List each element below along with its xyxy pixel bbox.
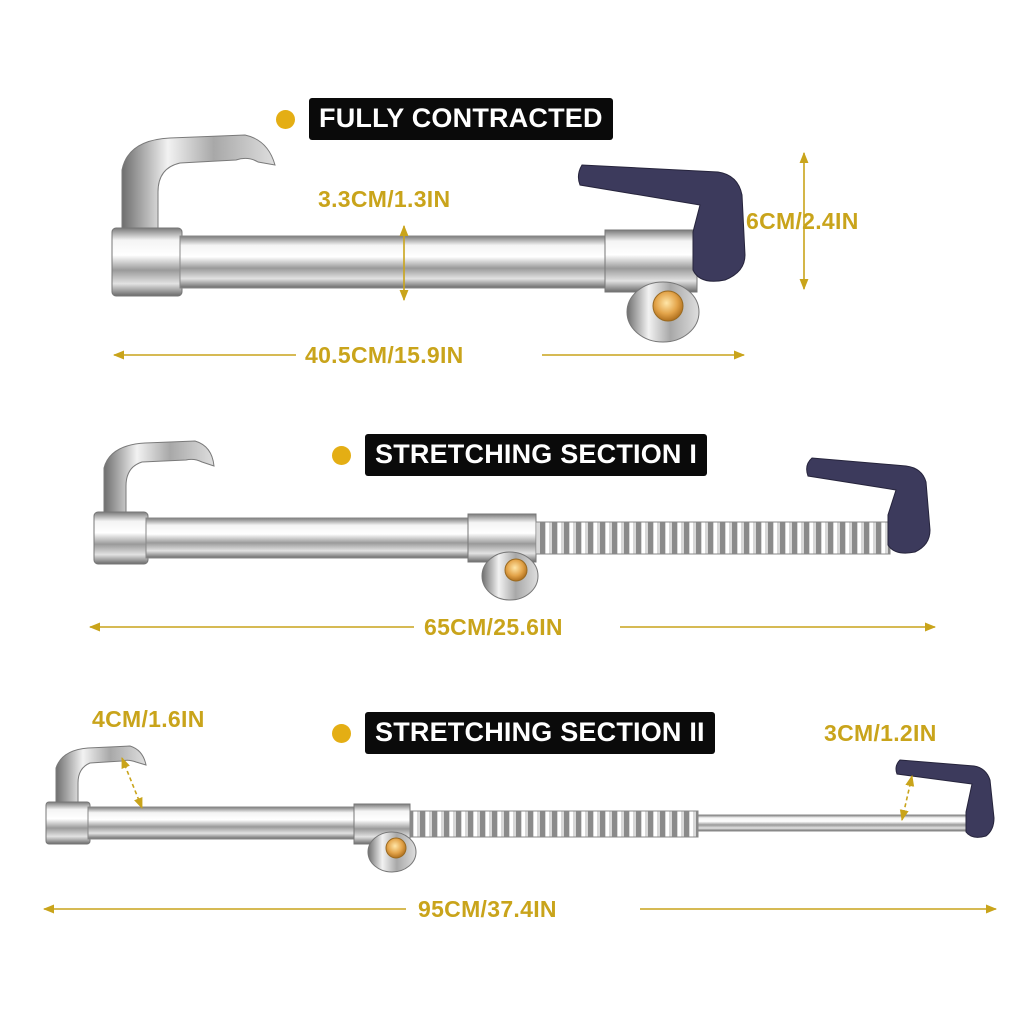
handle-height-label: 6CM/2.4IN xyxy=(746,208,859,234)
right-handle xyxy=(577,164,746,282)
keyhole-icon xyxy=(652,290,684,322)
bullet-dot-icon xyxy=(332,445,351,465)
left-hook-opening-label: 4CM/1.6IN xyxy=(92,706,205,732)
left-hook xyxy=(121,134,276,241)
keyhole-icon xyxy=(385,837,407,859)
right-hook-opening-arrow xyxy=(899,774,915,822)
bullet-dot-icon xyxy=(276,109,295,129)
right-handle xyxy=(895,759,995,838)
extension-inner-rod xyxy=(697,814,971,832)
length-label-3: 95CM/37.4IN xyxy=(418,896,557,922)
main-tube xyxy=(87,806,359,840)
lock-fully-contracted xyxy=(111,134,746,343)
length-label-2: 65CM/25.6IN xyxy=(424,614,563,640)
right-hook-opening-label: 3CM/1.2IN xyxy=(824,720,937,746)
left-hook xyxy=(103,440,215,521)
tube-diameter-label: 3.3CM/1.3IN xyxy=(318,186,451,212)
right-handle xyxy=(806,457,931,554)
main-tube xyxy=(179,235,611,289)
main-tube xyxy=(145,517,473,559)
left-hook xyxy=(55,745,147,809)
length-label-1: 40.5CM/15.9IN xyxy=(305,342,464,368)
lock-stretching-section-1 xyxy=(93,440,931,601)
lock-stretching-section-2 xyxy=(45,745,995,873)
section-title-3: STRETCHING SECTION II xyxy=(332,712,715,754)
section-title-text: STRETCHING SECTION II xyxy=(365,712,715,754)
left-end-cap xyxy=(45,801,91,845)
section-title-text: STRETCHING SECTION I xyxy=(365,434,708,476)
keyhole-icon xyxy=(504,558,528,582)
lock-collar xyxy=(604,229,698,293)
left-end-cap xyxy=(93,511,149,565)
section-title-2: STRETCHING SECTION I xyxy=(332,434,708,476)
bullet-dot-icon xyxy=(332,723,351,743)
section-title-1: FULLY CONTRACTED xyxy=(276,98,613,140)
dimension-lines xyxy=(42,151,998,914)
left-end-cap xyxy=(111,227,183,297)
section-title-text: FULLY CONTRACTED xyxy=(309,98,613,140)
extension-spiral-tube xyxy=(535,521,891,555)
left-hook-opening-arrow xyxy=(121,756,143,810)
extension-spiral-tube xyxy=(409,810,699,838)
